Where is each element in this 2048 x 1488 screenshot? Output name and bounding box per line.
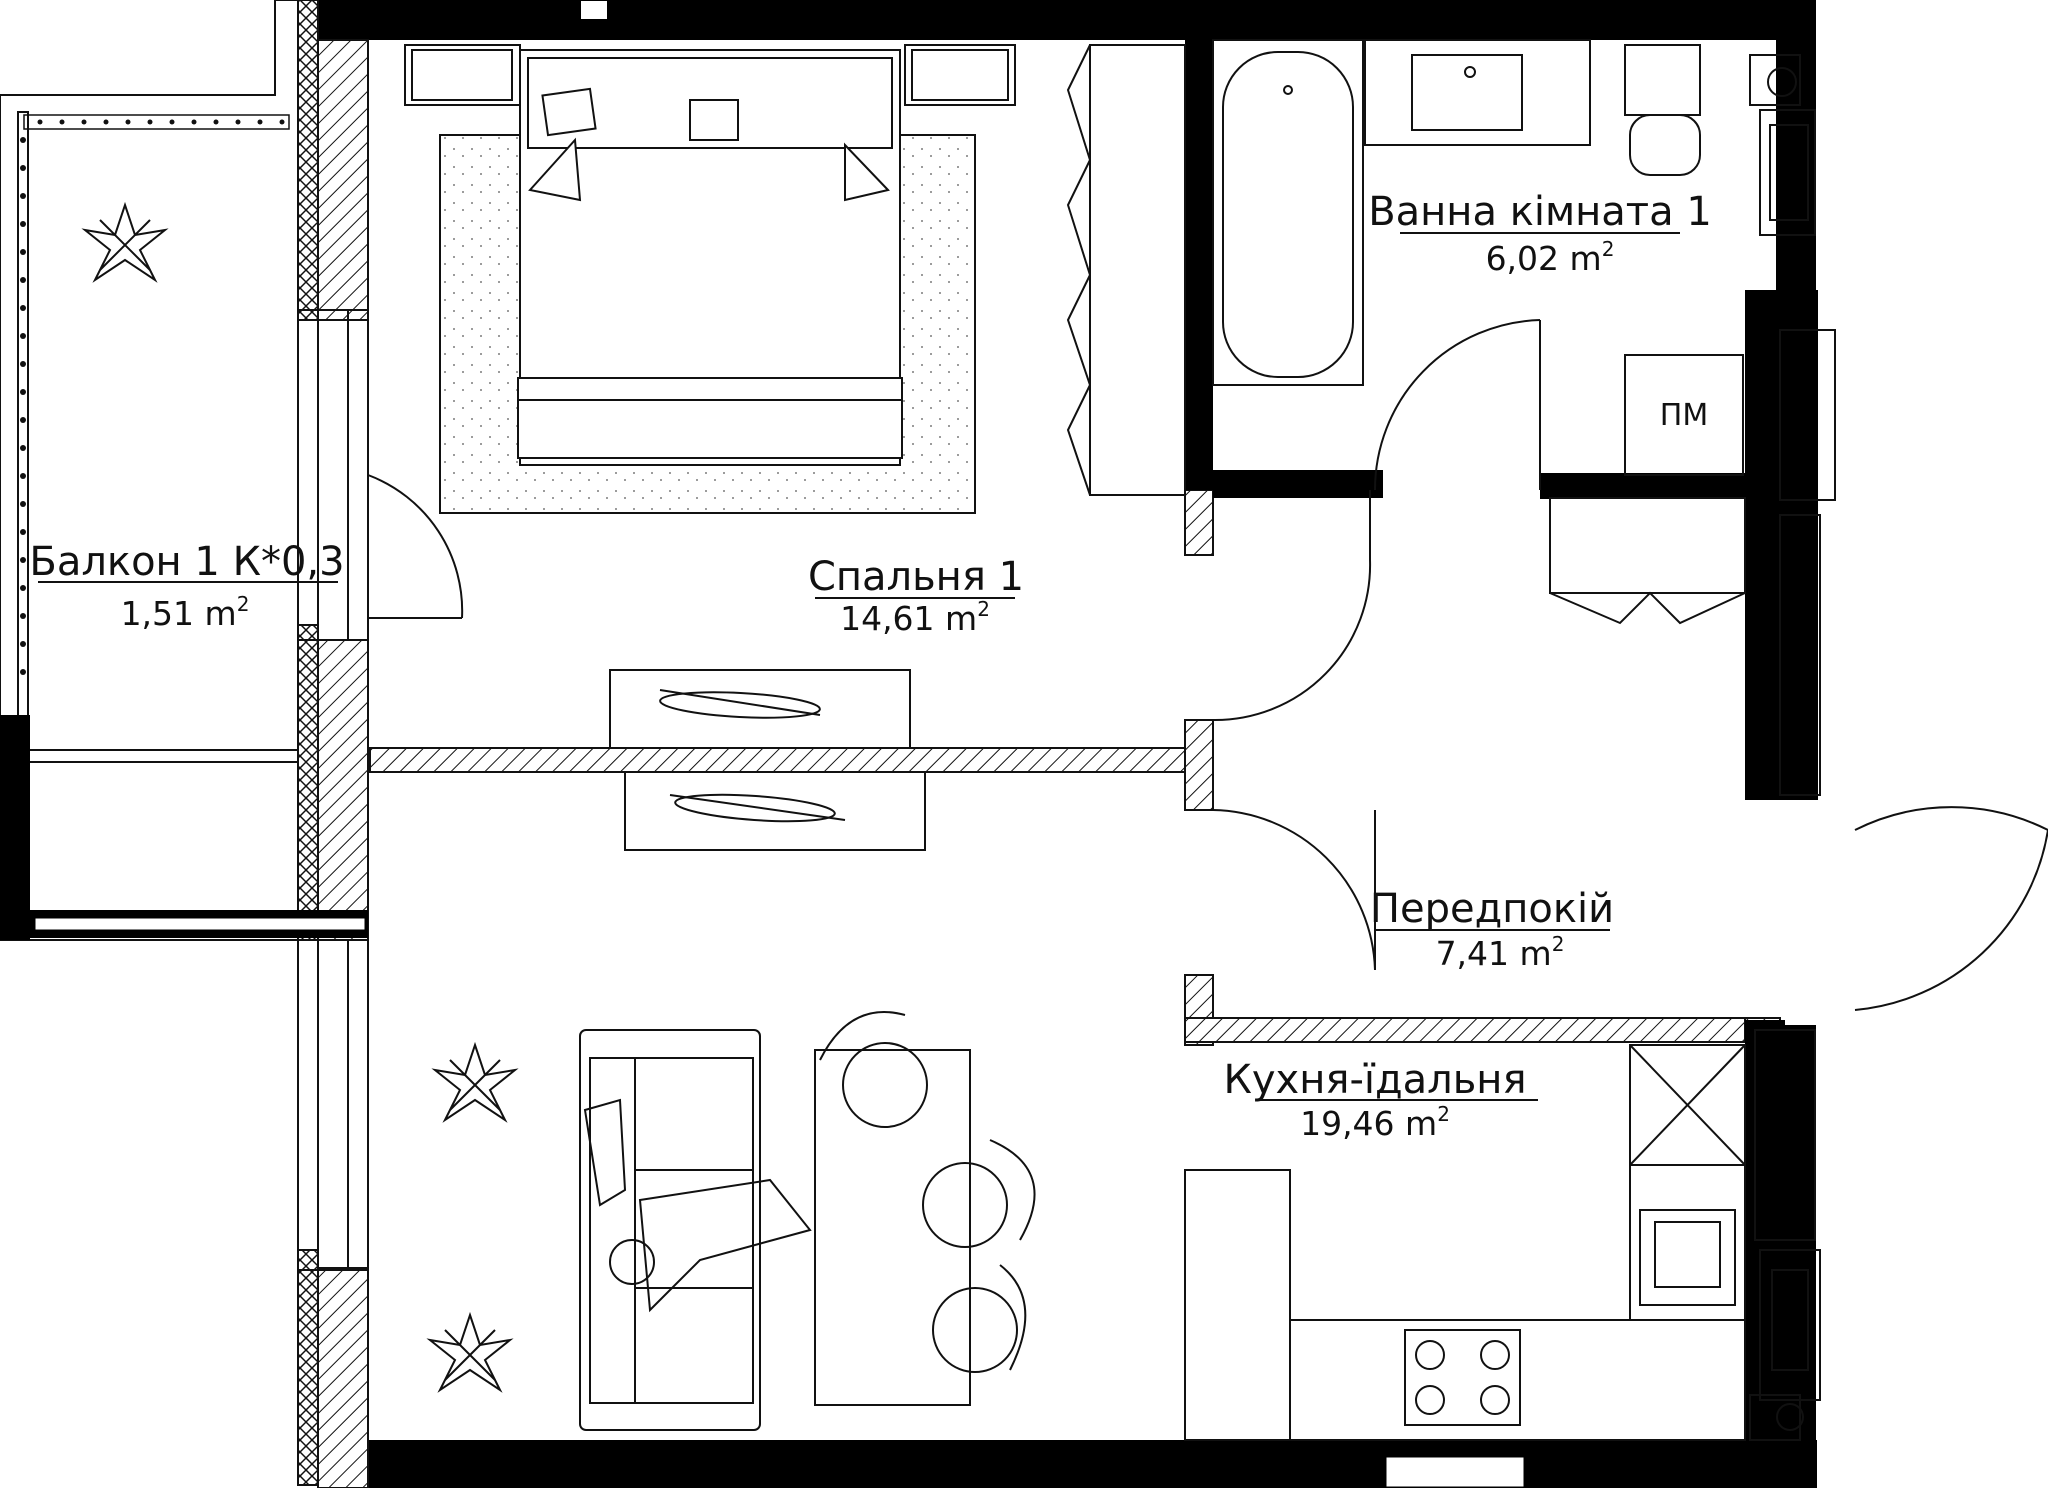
railing-dot [213, 119, 219, 125]
railing-dot [20, 641, 26, 647]
railing-dot [257, 119, 263, 125]
bathroom-area: 6,02 m2 [1486, 237, 1615, 278]
interior-walls [1185, 40, 1788, 1445]
bathtub [1212, 39, 1364, 386]
plant-icon [431, 1041, 519, 1123]
railing-dot [20, 389, 26, 395]
wardrobe [1089, 44, 1186, 496]
kitchen-counter [1184, 1169, 1291, 1441]
cooktop [1404, 1329, 1521, 1426]
room-labels: Ванна кімната 1 6,02 m2 Балкон 1 К*0,3 1… [29, 189, 1711, 1143]
utility-label: ПМ [1660, 398, 1708, 433]
bedroom-furniture [404, 44, 1186, 851]
hallway-name: Передпокій [1370, 886, 1614, 932]
coffee-table [814, 1049, 971, 1406]
utility-cabinet [1624, 354, 1744, 476]
railing-dot [20, 305, 26, 311]
kitchen-name: Кухня-їдальня [1223, 1057, 1526, 1103]
railing-dot [37, 119, 43, 125]
desk [609, 669, 911, 749]
kitchen-area: 19,46 m2 [1300, 1102, 1450, 1143]
railing-dot [20, 613, 26, 619]
railing-dot [125, 119, 131, 125]
bathroom-name: Ванна кімната 1 [1368, 189, 1712, 235]
railing-dot [191, 119, 197, 125]
railing-dot [20, 249, 26, 255]
shaft-details [1749, 54, 1836, 1441]
sofa [579, 1029, 761, 1431]
hallway-area: 7,41 m2 [1436, 932, 1565, 973]
railing-dot [103, 119, 109, 125]
railing-dot [20, 585, 26, 591]
windows [297, 309, 369, 1271]
exterior-walls [318, 0, 1818, 1488]
bedroom-area: 14,61 m2 [840, 597, 990, 638]
plant-icon [81, 201, 169, 283]
plant-icon [426, 1311, 514, 1393]
railing-dot [20, 669, 26, 675]
railing-dot [235, 119, 241, 125]
balcony-railing-dots [20, 119, 285, 675]
railing-dot [20, 333, 26, 339]
railing-dot [81, 119, 87, 125]
tv-stand [624, 771, 926, 851]
railing-dot [20, 193, 26, 199]
balcony [0, 0, 368, 941]
railing-dot [59, 119, 65, 125]
railing-dot [20, 137, 26, 143]
railing-dot [20, 417, 26, 423]
railing-dot [20, 473, 26, 479]
railing-dot [147, 119, 153, 125]
living-furniture [579, 1011, 1746, 1441]
toilet [1624, 44, 1701, 116]
railing-dot [20, 221, 26, 227]
oven [1629, 1164, 1746, 1321]
railing-dot [20, 361, 26, 367]
railing-dot [20, 529, 26, 535]
railing-dot [20, 277, 26, 283]
railing-dot [169, 119, 175, 125]
railing-dot [279, 119, 285, 125]
railing-dot [20, 165, 26, 171]
railing-dot [20, 445, 26, 451]
balcony-name: Балкон 1 К*0,3 [29, 539, 344, 585]
railing-dot [20, 501, 26, 507]
bedroom-name: Спальня 1 [808, 554, 1024, 600]
doors [367, 319, 2048, 1011]
bathroom-fixtures [1212, 39, 1746, 625]
balcony-area: 1,51 m2 [121, 592, 250, 633]
railing-dot [20, 557, 26, 563]
sink [1364, 39, 1591, 146]
plant-icons [81, 201, 519, 1393]
